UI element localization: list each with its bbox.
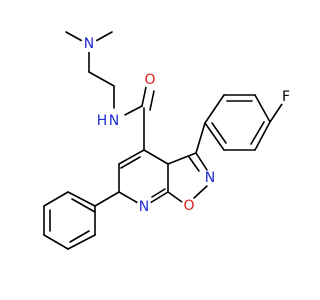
bond bbox=[141, 86, 147, 107]
atom-label-h: H bbox=[97, 113, 108, 129]
bond bbox=[204, 122, 225, 151]
bond bbox=[118, 191, 139, 204]
bond bbox=[193, 185, 208, 199]
fluorine: F bbox=[278, 89, 294, 105]
bonds bbox=[43, 31, 283, 250]
isoxazole-nitrogen: N bbox=[202, 170, 218, 186]
bond bbox=[254, 94, 271, 123]
bond bbox=[250, 121, 265, 145]
bond bbox=[120, 156, 141, 169]
bond bbox=[211, 122, 227, 144]
isoxazole-oxygen: O bbox=[181, 198, 197, 214]
bond bbox=[71, 198, 96, 213]
bond bbox=[94, 191, 120, 207]
bond bbox=[151, 188, 166, 198]
amide-nh: H N bbox=[97, 109, 126, 133]
bond bbox=[254, 121, 271, 151]
bond bbox=[188, 156, 200, 172]
bond bbox=[269, 103, 283, 123]
bond bbox=[149, 90, 155, 111]
atom-label-o: O bbox=[183, 198, 194, 214]
bond bbox=[67, 191, 96, 207]
bond bbox=[204, 94, 225, 124]
atom-labels: N H N O F N N O bbox=[81, 36, 294, 215]
bond bbox=[143, 149, 169, 165]
bond bbox=[43, 234, 69, 250]
bond bbox=[93, 31, 113, 43]
atom-label-n: N bbox=[109, 113, 119, 129]
bond bbox=[195, 122, 206, 154]
atom-label-f: F bbox=[282, 89, 290, 105]
atom-label-n: N bbox=[139, 199, 149, 215]
bond bbox=[167, 152, 197, 165]
bond bbox=[195, 152, 208, 171]
bond bbox=[118, 149, 145, 165]
bond bbox=[65, 31, 85, 43]
bond bbox=[167, 191, 183, 203]
bond bbox=[149, 191, 169, 204]
bond bbox=[43, 191, 69, 207]
amine-nitrogen: N bbox=[81, 36, 97, 52]
chemical-structure: N H N O F N N O bbox=[43, 31, 294, 250]
bond bbox=[88, 71, 115, 87]
bond bbox=[69, 230, 90, 243]
carbonyl-oxygen: O bbox=[142, 72, 158, 88]
atom-label-o: O bbox=[144, 72, 155, 88]
atom-label-n: N bbox=[205, 170, 215, 186]
pyridine-nitrogen: N bbox=[136, 199, 152, 215]
atom-label-n: N bbox=[84, 36, 94, 52]
bond bbox=[67, 234, 96, 250]
